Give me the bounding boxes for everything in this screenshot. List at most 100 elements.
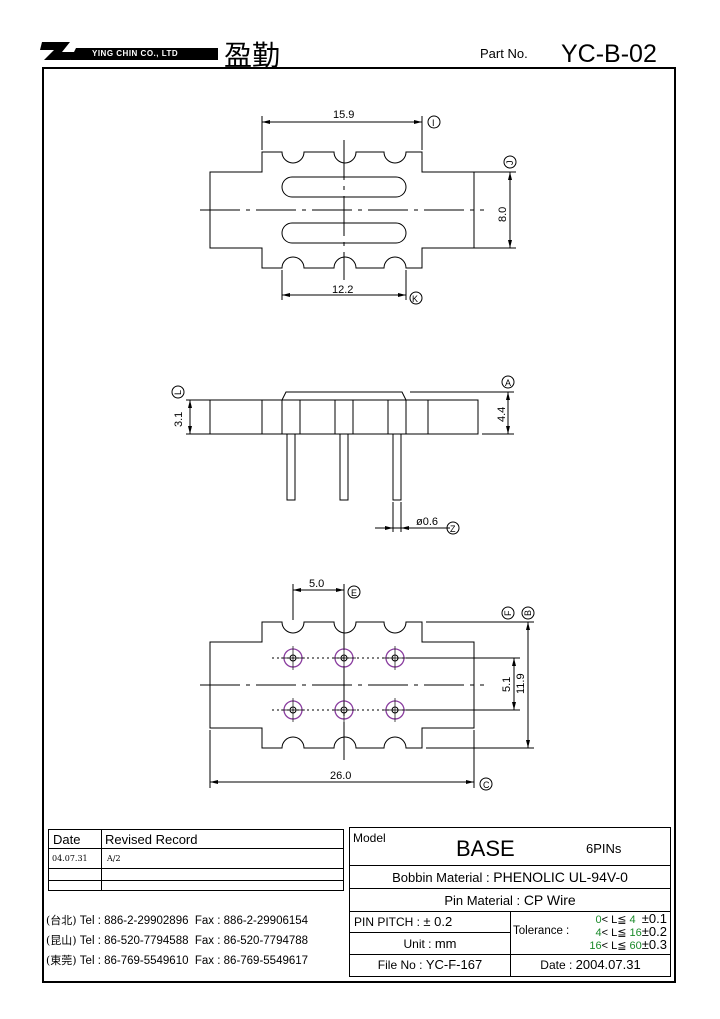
pin-hole-4 — [281, 698, 305, 722]
top-view: 15.9 I 8.0 J 12.2 K — [200, 109, 517, 305]
revision-record-header: Revised Record — [105, 832, 198, 847]
tolerance-row: 0< L≦ 4 ±0.1 — [595, 911, 667, 926]
contact-list: (台北) Tel : 886-2-29902896 Fax : 886-2-29… — [46, 911, 346, 971]
revision-date-header: Date — [53, 832, 81, 847]
tolerance-value: ±0.2 — [641, 924, 667, 939]
pin-hole-3 — [383, 646, 407, 670]
tolerance-lo: 16 — [589, 940, 602, 952]
revision-row-date: 04.07.31 — [52, 854, 88, 863]
model-label: Model — [353, 831, 386, 845]
contact-tel: Tel : 886-2-29902896 — [79, 915, 189, 927]
contact-row: (東莞) Tel : 86-769-5549610 Fax : 86-769-5… — [46, 951, 346, 971]
tolerance-list: 0< L≦ 4 ±0.1 4< L≦ 16±0.2 16< L≦ 60±0.3 — [589, 911, 667, 952]
tag-f: F — [503, 610, 513, 616]
company-logo: YING CHIN CO., LTD — [40, 38, 220, 64]
tag-k-icon — [409, 291, 423, 305]
pin-pitch: PIN PITCH : ± 0.2 — [354, 914, 452, 929]
tag-e: E — [351, 588, 357, 598]
spec-table: Model BASE 6PINs Bobbin Material : PHENO… — [349, 827, 671, 977]
pin-material-value: CP Wire — [523, 892, 576, 908]
tolerance-row: 4< L≦ 16±0.2 — [595, 924, 667, 939]
pin-pitch-value: ± 0.2 — [423, 914, 453, 929]
tag-z-icon — [446, 521, 460, 535]
tag-j-icon — [503, 155, 517, 169]
bobbin-material: Bobbin Material : PHENOLIC UL-94V-0 — [350, 869, 670, 885]
tag-i-icon — [427, 115, 441, 129]
tag-l: L — [173, 390, 183, 395]
unit: Unit : mm — [350, 936, 510, 951]
contact-row: (昆山) Tel : 86-520-7794588 Fax : 86-520-7… — [46, 931, 346, 951]
pin-pitch-label: PIN PITCH : — [354, 915, 421, 929]
drawing-frame — [42, 67, 676, 983]
tolerance-hi: 4 — [629, 914, 636, 926]
tag-c: C — [483, 780, 490, 790]
tag-e-icon — [347, 585, 361, 599]
dim-height: 11.9 — [515, 673, 527, 694]
pin-holes — [281, 646, 407, 722]
tag-i: I — [432, 118, 435, 128]
contact-fax: Fax : 886-2-29906154 — [194, 915, 309, 927]
tolerance-value: ±0.3 — [641, 937, 667, 952]
bobbin-material-label: Bobbin Material : — [392, 870, 490, 885]
pin-hole-1 — [281, 646, 305, 670]
file-no: File No : YC-F-167 — [350, 957, 510, 972]
dim-total: 4.4 — [496, 407, 508, 422]
dim-pitch-x: 5.0 — [309, 578, 324, 590]
revision-row-record: A/2 — [107, 854, 121, 863]
part-no: YC-B-02 — [561, 40, 657, 68]
tag-b-icon — [521, 606, 535, 620]
tolerance-label: Tolerance : — [513, 925, 570, 937]
dim-pin: ø0.6 — [416, 516, 438, 528]
date-label: Date : — [540, 958, 573, 972]
dim-body: 3.1 — [173, 412, 185, 427]
company-name: YING CHIN CO., LTD — [92, 49, 179, 58]
contact-fax: Fax : 86-769-5549617 — [194, 955, 309, 967]
unit-label: Unit : — [403, 937, 432, 951]
side-view: 3.1 L 4.4 A ø0.6 Z — [171, 375, 515, 535]
company-name-cn: 盈勤 — [224, 39, 281, 72]
contact-fax: Fax : 86-520-7794788 — [194, 935, 309, 947]
contact-region: (台北) — [46, 914, 77, 927]
file-no-value: YC-F-167 — [425, 957, 483, 972]
bottom-view: 5.0 E F B 5.1 11.9 26.0 C — [200, 578, 535, 791]
pin-hole-6 — [383, 698, 407, 722]
tolerance-hi: 60 — [629, 940, 642, 952]
tag-a: A — [505, 378, 511, 388]
tag-a-icon — [501, 375, 515, 389]
pin-hole-5 — [332, 698, 356, 722]
dim-height: 8.0 — [497, 207, 509, 222]
tag-k: K — [412, 294, 418, 304]
logo-mark-icon — [40, 42, 218, 60]
tag-b: B — [523, 610, 533, 616]
date-value: 2004.07.31 — [575, 957, 641, 972]
contact-tel: Tel : 86-520-7794588 — [79, 935, 189, 947]
drawing-date: Date : 2004.07.31 — [511, 957, 670, 972]
tag-f-icon — [501, 606, 515, 620]
tolerance-hi: 16 — [629, 927, 642, 939]
file-no-label: File No : — [377, 958, 423, 972]
tolerance-row: 16< L≦ 60±0.3 — [589, 937, 667, 952]
contact-region: (昆山) — [46, 934, 77, 947]
revision-table: Date Revised Record 04.07.31 A/2 — [48, 829, 344, 891]
pin-material: Pin Material : CP Wire — [350, 892, 670, 908]
pin-hole-2 — [332, 646, 356, 670]
tolerance-value: ±0.1 — [641, 911, 667, 926]
unit-value: mm — [434, 936, 457, 951]
contact-row: (台北) Tel : 886-2-29902896 Fax : 886-2-29… — [46, 911, 346, 931]
tag-z: Z — [450, 524, 456, 534]
dim-pitch-y: 5.1 — [501, 677, 513, 692]
pin-count: 6PINs — [586, 841, 622, 856]
pin-material-label: Pin Material : — [444, 893, 521, 908]
tag-j: J — [505, 161, 515, 166]
tag-l-icon — [171, 385, 185, 399]
tag-c-icon — [479, 777, 493, 791]
dim-width: 15.9 — [333, 109, 354, 121]
part-no-label: Part No. — [480, 46, 528, 61]
dim-inner: 12.2 — [332, 284, 353, 296]
contact-region: (東莞) — [46, 954, 77, 967]
bobbin-material-value: PHENOLIC UL-94V-0 — [493, 869, 628, 885]
model-value: BASE — [456, 836, 515, 861]
contact-tel: Tel : 86-769-5549610 — [79, 955, 189, 967]
tolerance-lo: 0 — [595, 914, 602, 926]
dim-length: 26.0 — [330, 770, 351, 782]
